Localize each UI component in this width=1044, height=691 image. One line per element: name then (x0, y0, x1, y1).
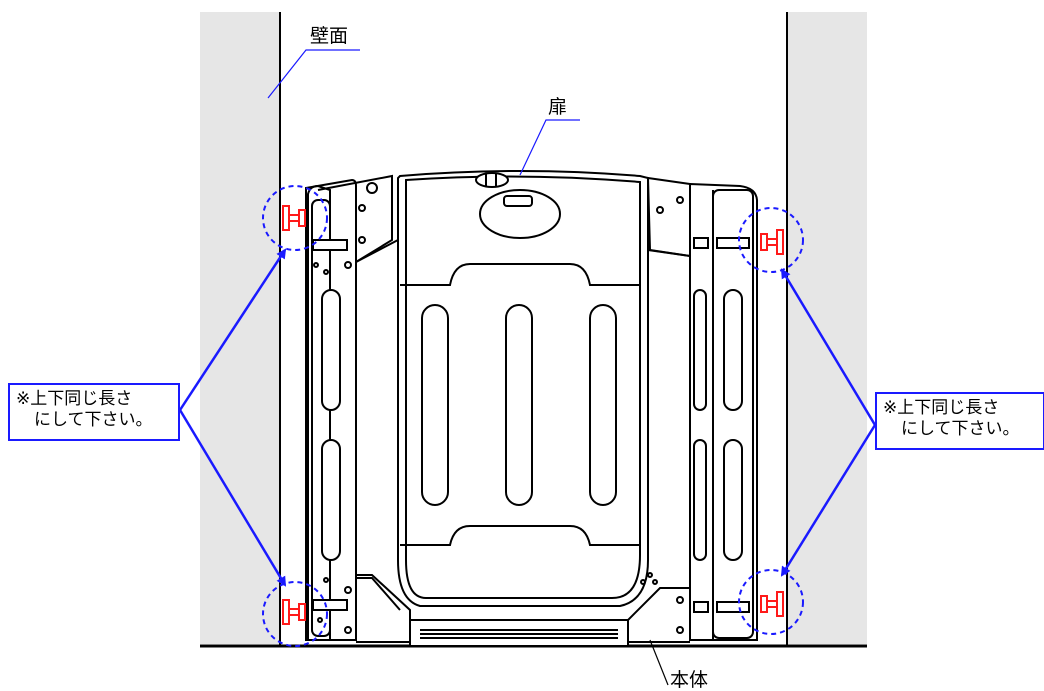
note-left: ※上下同じ長さ にして下さい。 (8, 383, 180, 441)
note-left-line2: にして下さい。 (34, 410, 153, 430)
adjuster-top-right (760, 229, 784, 255)
arrows (178, 248, 877, 587)
note-left-line1: ※上下同じ長さ (16, 389, 133, 409)
adjuster-bottom-left (282, 599, 306, 625)
door-panel (355, 170, 691, 611)
label-wall: 壁面 (310, 25, 348, 47)
leader-lines (267, 49, 580, 176)
note-right-line2: にして下さい。 (901, 419, 1020, 439)
note-right-line1: ※上下同じ長さ (883, 398, 1000, 418)
adjuster-bottom-right (760, 591, 784, 617)
left-wall (200, 12, 281, 646)
label-door: 扉 (548, 96, 567, 118)
right-frame-post (627, 176, 758, 643)
highlight-circles (262, 185, 804, 647)
adjuster-top-left (282, 205, 306, 231)
right-wall (786, 12, 867, 646)
leader-line-body (649, 639, 669, 686)
note-right: ※上下同じ長さ にして下さい。 (875, 392, 1044, 450)
highlight-circle-bottom-right (738, 569, 804, 635)
highlight-circle-top-left (262, 185, 328, 251)
left-frame-post (305, 174, 411, 643)
label-body: 本体 (670, 669, 708, 691)
highlight-circle-bottom-left (262, 581, 328, 647)
bottom-step (409, 619, 629, 647)
highlight-circle-top-right (738, 207, 804, 273)
